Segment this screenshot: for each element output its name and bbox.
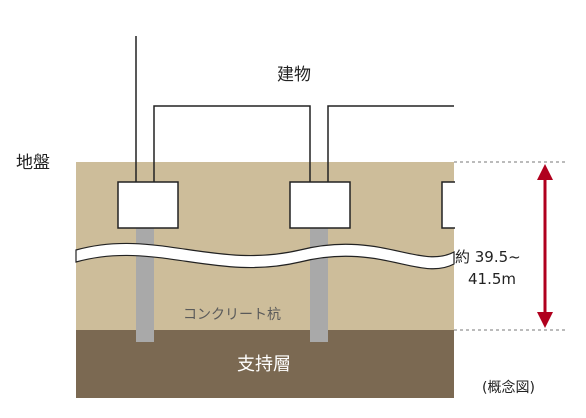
arrow-head-up	[537, 164, 553, 180]
bearing-layer-label: 支持層	[237, 354, 291, 375]
edge-mask	[455, 176, 461, 234]
depth-label-line2: 41.5m	[468, 270, 516, 288]
footing-right	[289, 181, 351, 229]
depth-arrow	[537, 164, 553, 328]
building-outline	[135, 36, 454, 182]
arrow-head-down	[537, 312, 553, 328]
concept-caption: (概念図)	[482, 379, 535, 396]
footing-left	[117, 181, 179, 229]
building-label: 建物	[277, 65, 311, 85]
footing-partial	[441, 181, 457, 229]
ground-label: 地盤	[16, 153, 50, 173]
depth-break-band	[75, 242, 455, 270]
depth-label-line1: 約 39.5~	[455, 248, 521, 266]
pile-label: コンクリート杭	[183, 307, 281, 323]
